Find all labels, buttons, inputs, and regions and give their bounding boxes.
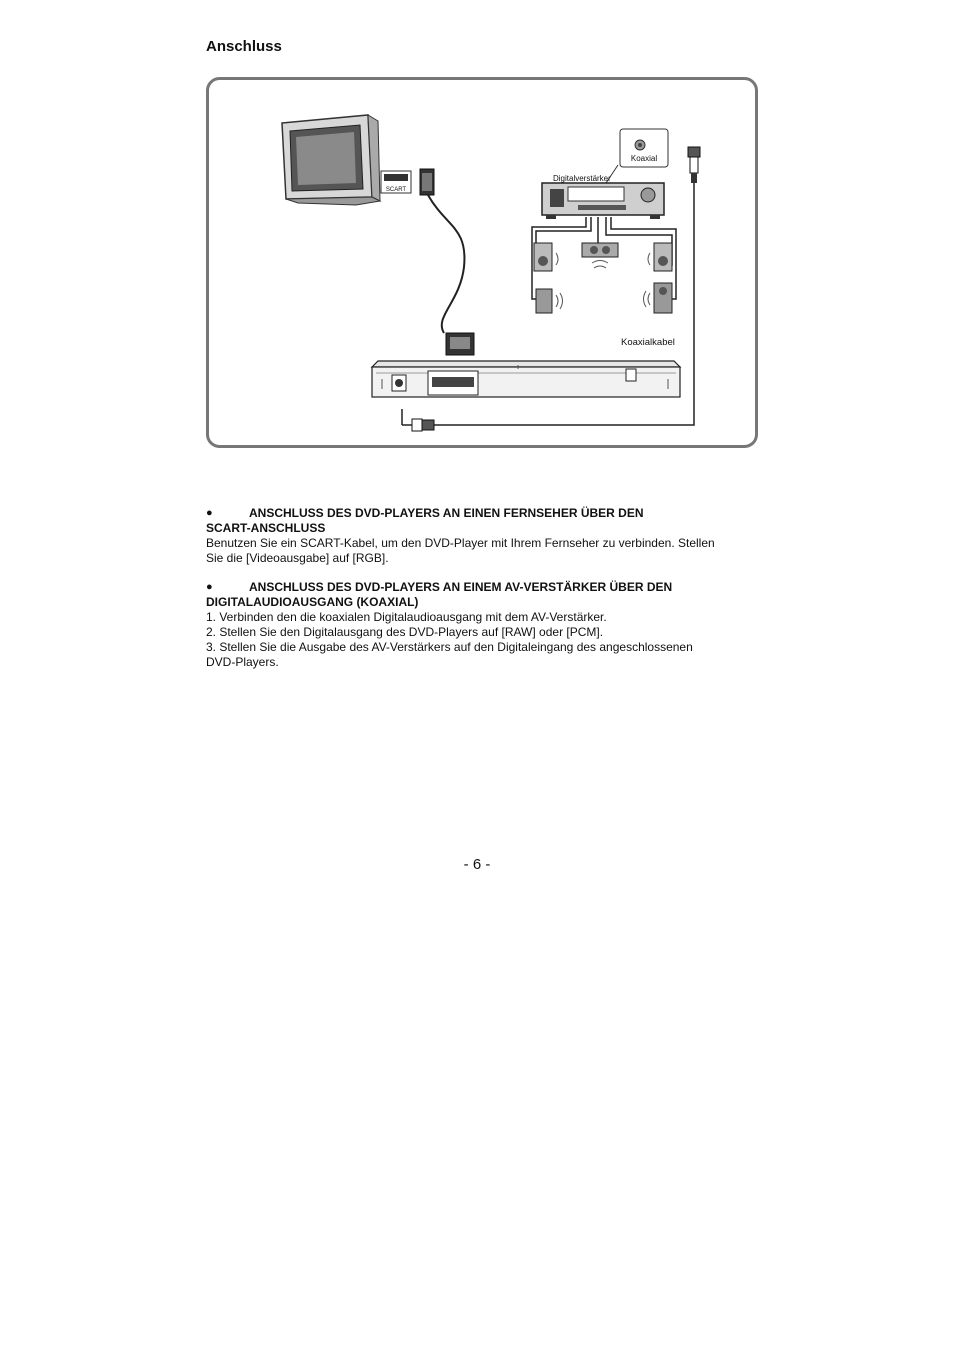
dvd-player-rear-icon	[370, 360, 682, 398]
center-speaker-icon	[581, 242, 619, 269]
body-line: 3. Stellen Sie die Ausgabe des AV-Verstä…	[206, 640, 693, 654]
tv-icon	[281, 114, 382, 206]
heading-line: SCART-ANSCHLUSS	[206, 521, 326, 535]
section-scart: ● ANSCHLUSS DES DVD-PLAYERS AN EINEN FER…	[206, 506, 766, 566]
scart-cable	[427, 194, 466, 334]
rear-right-speaker-icon	[643, 282, 673, 314]
amplifier-label: Digitalverstärker	[553, 174, 611, 183]
page-number: - 6 -	[463, 856, 491, 873]
amplifier-icon	[541, 182, 665, 219]
scart-label: SCART	[386, 187, 407, 193]
scart-plug-top-icon	[419, 168, 435, 196]
scart-plug-bottom-icon	[445, 332, 475, 356]
front-left-speaker-icon	[533, 242, 559, 272]
coaxial-cable-label: Koaxialkabel	[621, 337, 675, 348]
body-line: Benutzen Sie ein SCART-Kabel, um den DVD…	[206, 536, 715, 550]
connection-diagram-svg: SCART Koaxial Digitalverstärker	[206, 77, 758, 448]
coaxial-callout: Koaxial	[605, 128, 669, 184]
coaxial-plug-bottom-icon	[401, 409, 435, 432]
tv-scart-port-icon: SCART	[380, 170, 412, 194]
coaxial-cable	[434, 183, 695, 426]
coaxial-plug-top-icon	[687, 146, 701, 183]
body-line: 1. Verbinden den die koaxialen Digitalau…	[206, 610, 607, 624]
coaxial-label: Koaxial	[631, 154, 657, 163]
rear-left-speaker-icon	[535, 288, 563, 314]
section-coaxial: ● ANSCHLUSS DES DVD-PLAYERS AN EINEM AV-…	[206, 580, 766, 670]
connection-diagram: SCART Koaxial Digitalverstärker	[206, 77, 758, 448]
section-heading: ● ANSCHLUSS DES DVD-PLAYERS AN EINEM AV-…	[206, 580, 766, 610]
heading-line: ANSCHLUSS DES DVD-PLAYERS AN EINEN FERNS…	[249, 506, 644, 520]
body-line: Sie die [Videoausgabe] auf [RGB].	[206, 551, 389, 565]
front-right-speaker-icon	[647, 242, 673, 272]
heading-line: DIGITALAUDIOAUSGANG (KOAXIAL)	[206, 595, 419, 609]
bullet-icon: ●	[206, 581, 213, 593]
section-heading: ● ANSCHLUSS DES DVD-PLAYERS AN EINEN FER…	[206, 506, 766, 536]
heading-line: ANSCHLUSS DES DVD-PLAYERS AN EINEM AV-VE…	[249, 580, 673, 594]
bullet-icon: ●	[206, 507, 213, 519]
body-line: DVD-Players.	[206, 655, 279, 669]
page-title: Anschluss	[206, 38, 282, 55]
body-line: 2. Stellen Sie den Digitalausgang des DV…	[206, 625, 604, 639]
